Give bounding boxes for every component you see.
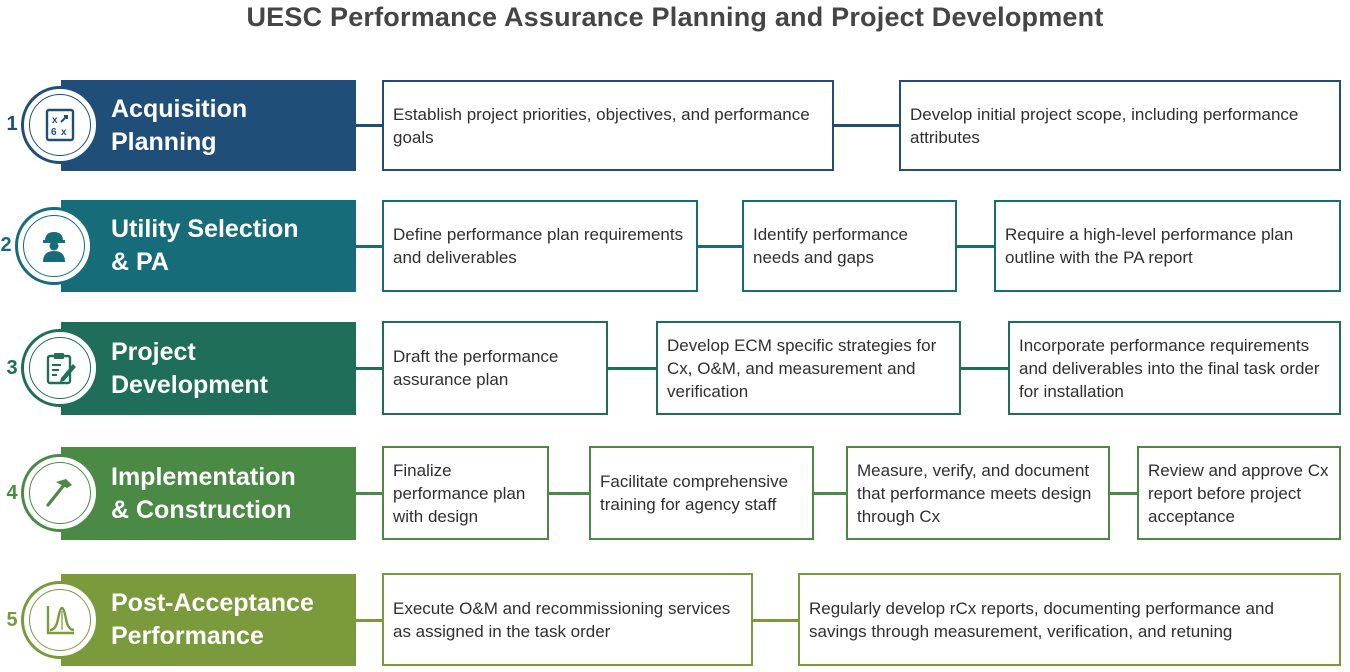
- phase-row-2: 2 Utility Selection & PA Define performa…: [0, 200, 1350, 292]
- connector-line: [697, 245, 744, 248]
- hammer-icon: [46, 479, 72, 507]
- phase-number: 1: [6, 113, 18, 135]
- phase-row-1: 1 Acquisition Planning x 6 x Establish p…: [0, 80, 1350, 171]
- phase-band: Project Development: [61, 322, 356, 415]
- phase-icon-circle: [21, 581, 99, 659]
- phase-row-3: 3 Project Development Draft the performa…: [0, 321, 1350, 415]
- phase-label-line: Post-Acceptance: [111, 589, 314, 617]
- phase-number: 3: [6, 357, 18, 379]
- strategy-board-icon: x 6 x: [45, 108, 75, 142]
- phase-label: Implementation & Construction: [111, 461, 296, 527]
- step-box: Require a high-level performance plan ou…: [994, 200, 1341, 292]
- phase-band: Acquisition Planning: [61, 80, 356, 171]
- phase-label: Project Development: [111, 336, 268, 402]
- phase-label-line: Performance: [111, 622, 264, 650]
- svg-text:6: 6: [51, 127, 57, 138]
- svg-text:x: x: [61, 127, 67, 138]
- phase-band: Implementation & Construction: [61, 447, 356, 540]
- step-box: Establish project priorities, objectives…: [382, 80, 834, 171]
- step-box: Develop initial project scope, including…: [899, 80, 1341, 171]
- phase-label-line: Acquisition: [111, 94, 248, 123]
- phase-label-line: Development: [111, 370, 268, 399]
- bell-curve-chart-icon: [46, 606, 75, 635]
- connector-line: [356, 619, 384, 622]
- phase-icon-circle: [21, 454, 99, 532]
- connector-line: [813, 492, 848, 495]
- connector-line: [356, 245, 384, 248]
- phase-label: Post-Acceptance Performance: [111, 587, 314, 653]
- connector-line: [356, 492, 384, 495]
- svg-text:x: x: [52, 115, 58, 126]
- phase-label-line: Project: [111, 337, 196, 366]
- step-box: Develop ECM specific strategies for Cx, …: [656, 321, 961, 415]
- phase-band: Post-Acceptance Performance: [61, 574, 356, 666]
- step-box: Draft the performance assurance plan: [382, 321, 608, 415]
- phase-number: 4: [6, 482, 18, 504]
- phase-icon-circle: [21, 329, 99, 407]
- connector-line: [960, 367, 1010, 370]
- connector-line: [356, 124, 384, 127]
- step-box: Execute O&M and recommissioning services…: [382, 573, 753, 666]
- connector-line: [752, 619, 800, 622]
- phase-icon-circle: [15, 207, 93, 285]
- phase-label: Utility Selection & PA: [111, 213, 299, 279]
- step-box: Facilitate comprehensive training for ag…: [589, 446, 814, 540]
- step-box: Finalize performance plan with design: [382, 446, 549, 540]
- phase-label-line: Implementation: [111, 462, 296, 491]
- connector-line: [956, 245, 996, 248]
- phase-row-5: 5 Post-Acceptance Performance Execute O&…: [0, 573, 1350, 666]
- phase-label-line: & Construction: [111, 495, 292, 524]
- connector-line: [548, 492, 591, 495]
- step-box: Identify performance needs and gaps: [742, 200, 957, 292]
- phase-number: 5: [6, 609, 18, 631]
- phase-icon-circle: x 6 x: [21, 86, 99, 164]
- phase-row-4: 4 Implementation & Construction Finalize…: [0, 446, 1350, 540]
- connector-line: [607, 367, 658, 370]
- connector-line: [833, 124, 901, 127]
- page-title: UESC Performance Assurance Planning and …: [246, 2, 1104, 32]
- step-box: Incorporate performance requirements and…: [1008, 321, 1341, 415]
- clipboard-pencil-icon: [46, 353, 76, 385]
- phase-label-line: Planning: [111, 127, 217, 156]
- connector-line: [1109, 492, 1139, 495]
- step-box: Define performance plan requirements and…: [382, 200, 698, 292]
- step-box: Measure, verify, and document that perfo…: [846, 446, 1110, 540]
- step-box: Review and approve Cx report before proj…: [1137, 446, 1341, 540]
- phase-label: Acquisition Planning: [111, 93, 247, 159]
- phase-number: 2: [0, 234, 12, 256]
- phase-label-line: Utility Selection: [111, 215, 299, 243]
- phase-band: Utility Selection & PA: [61, 200, 356, 292]
- step-box: Regularly develop rCx reports, documenti…: [798, 573, 1341, 666]
- worker-icon: [43, 232, 65, 262]
- connector-line: [356, 367, 384, 370]
- phase-label-line: & PA: [111, 248, 169, 276]
